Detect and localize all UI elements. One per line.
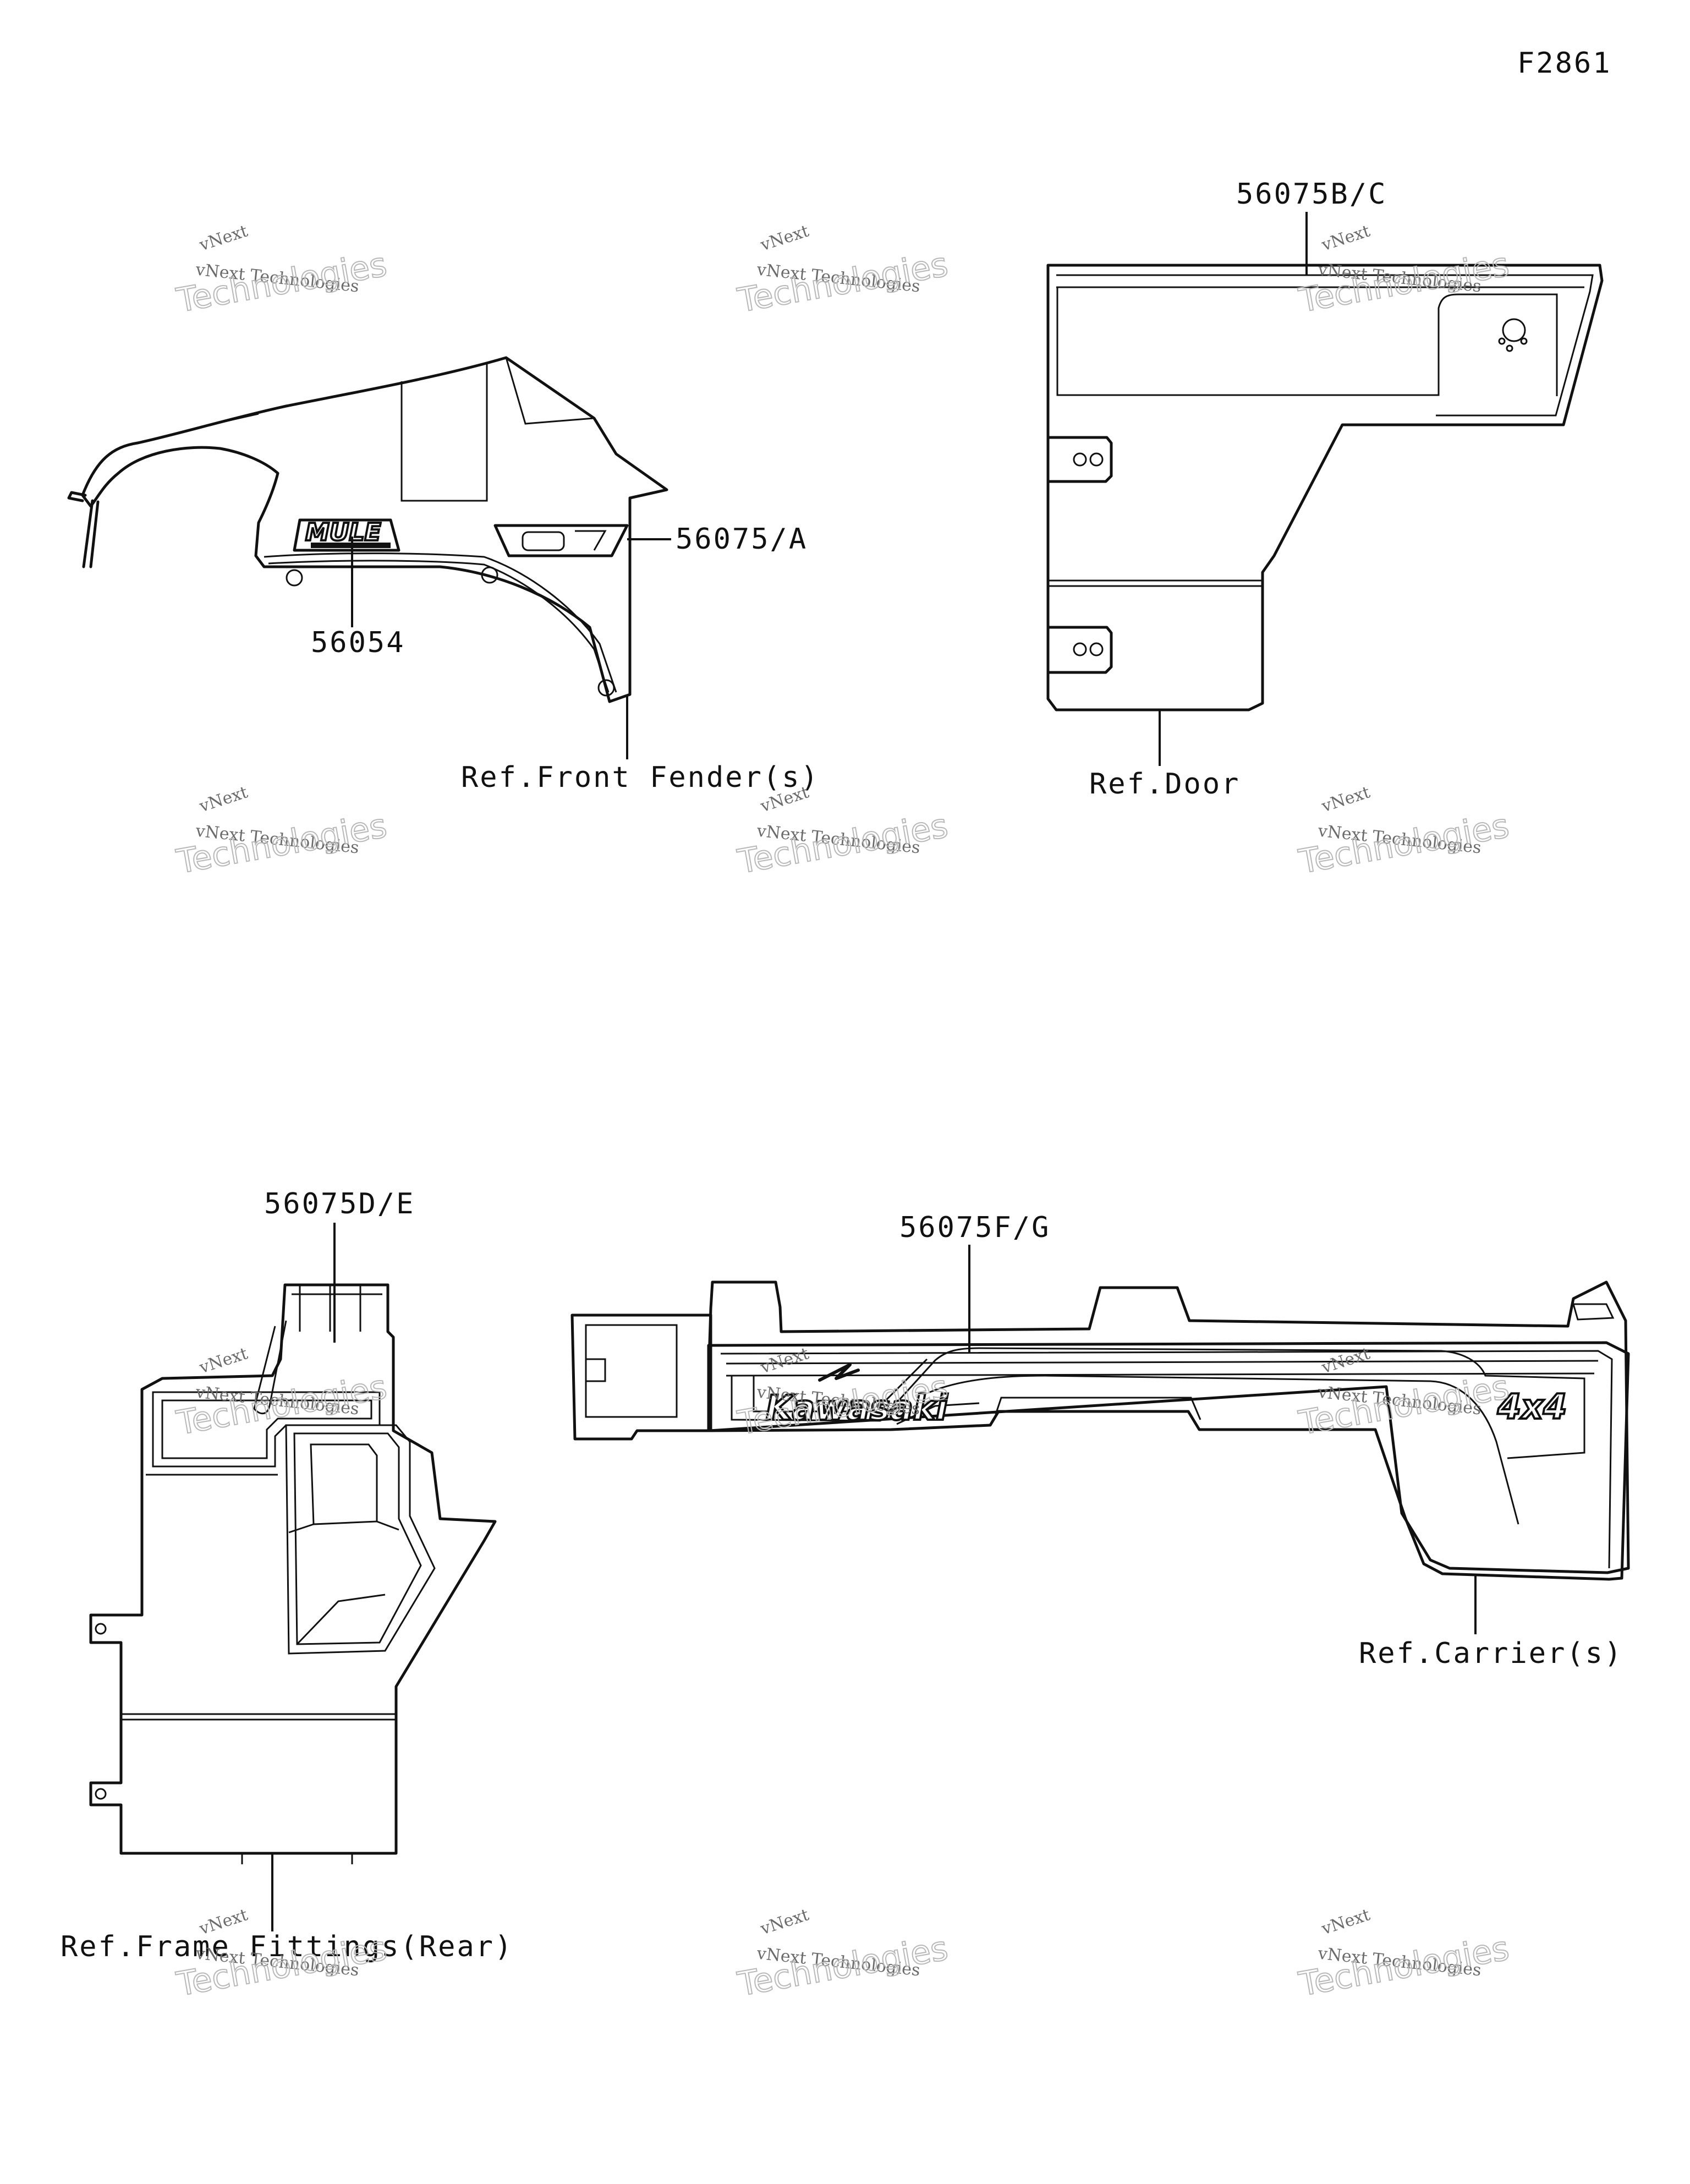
svg-text:vNext: vNext (1319, 1344, 1372, 1377)
four-by-four-badge: 4x4 (1497, 1387, 1567, 1427)
label-56075-fg: 56075F/G (899, 1211, 1050, 1244)
svg-text:vNext: vNext (196, 1344, 250, 1377)
svg-text:vNext: vNext (1319, 1905, 1372, 1939)
svg-text:vNext: vNext (1319, 782, 1372, 816)
svg-text:vNext: vNext (1319, 221, 1372, 255)
kawasaki-logo: Kawasaki (766, 1388, 948, 1428)
svg-text:Technologies: Technologies (735, 245, 951, 320)
mule-badge: MULE (293, 517, 400, 552)
mule-text: MULE (305, 518, 381, 546)
watermark-grid: vNext vNext Technologies Technologies vN… (173, 221, 1513, 2005)
svg-text:vNext: vNext (196, 221, 250, 255)
svg-text:vNext: vNext (196, 782, 250, 816)
label-ref-front-fender: Ref.Front Fender(s) (461, 761, 820, 794)
label-ref-frame-fittings: Ref.Frame Fittings(Rear) (61, 1930, 513, 1963)
svg-text:Technologies: Technologies (174, 1368, 390, 1443)
svg-text:vNext: vNext (758, 1905, 811, 1939)
svg-text:Technologies: Technologies (735, 1929, 951, 2004)
door-drawing (1046, 264, 1604, 711)
figure-id: F2861 (1517, 47, 1612, 80)
watermark: vNext vNext Technologies Technologies (1296, 221, 1513, 321)
svg-text:Technologies: Technologies (174, 807, 390, 882)
rear-panel-drawing (89, 1283, 497, 1864)
watermark: vNext vNext Technologies Technologies (1296, 782, 1513, 882)
svg-text:Technologies: Technologies (735, 1368, 951, 1443)
svg-text:Technologies: Technologies (735, 807, 951, 882)
label-ref-door: Ref.Door (1089, 768, 1240, 801)
label-56075-bc: 56075B/C (1236, 178, 1387, 211)
svg-text:Technologies: Technologies (174, 245, 390, 320)
watermark: vNext vNext Technologies Technologies (173, 1905, 391, 2005)
emblem-56075a (493, 524, 629, 557)
label-56075-de: 56075D/E (264, 1187, 415, 1220)
watermark: vNext vNext Technologies Technologies (734, 782, 952, 882)
watermark: vNext vNext Technologies Technologies (734, 1905, 952, 2005)
front-fender-drawing: MULE (67, 356, 668, 703)
watermark: vNext vNext Technologies Technologies (173, 221, 391, 321)
watermark: vNext vNext Technologies Technologies (1296, 1905, 1513, 2005)
watermark: vNext vNext Technologies Technologies (173, 782, 391, 882)
label-56075-a: 56075/A (676, 523, 808, 556)
svg-text:Technologies: Technologies (1296, 807, 1512, 882)
carrier-drawing: Kawasaki 4x4 (570, 1280, 1630, 1581)
svg-text:Technologies: Technologies (1296, 245, 1512, 320)
label-ref-carrier: Ref.Carrier(s) (1359, 1637, 1623, 1670)
svg-text:vNext: vNext (758, 221, 811, 255)
svg-text:vNext: vNext (758, 1344, 811, 1377)
label-56054: 56054 (311, 626, 405, 659)
svg-text:Technologies: Technologies (1296, 1929, 1512, 2004)
watermark: vNext vNext Technologies Technologies (1296, 1344, 1513, 1443)
watermark: vNext vNext Technologies Technologies (734, 221, 952, 321)
